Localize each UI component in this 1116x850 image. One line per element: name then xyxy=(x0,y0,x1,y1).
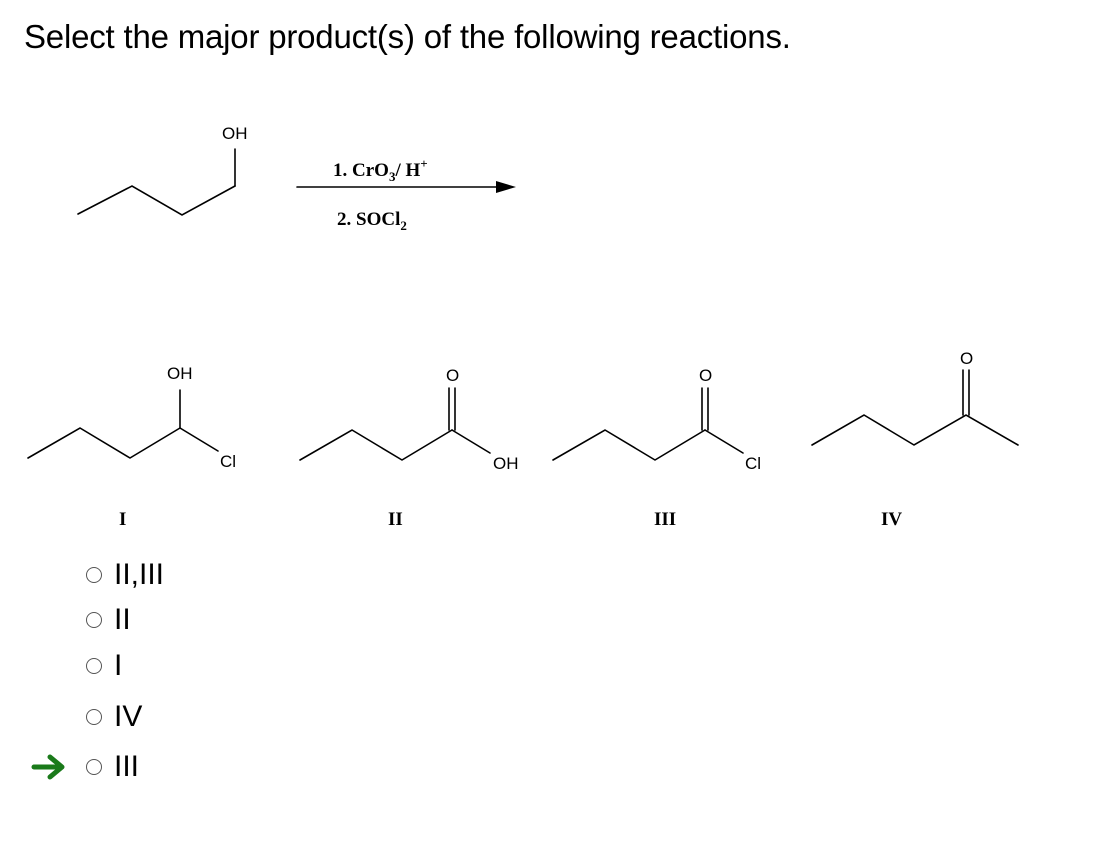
structure-1-numeral: I xyxy=(119,509,126,530)
structure-2-o-label: O xyxy=(446,366,459,385)
answer-option-label: I xyxy=(114,649,123,682)
answer-option-3[interactable]: I xyxy=(86,646,286,686)
radio-circle-icon[interactable] xyxy=(86,658,102,674)
structure-3-numeral: III xyxy=(654,509,676,530)
question-text: Select the major product(s) of the follo… xyxy=(24,18,791,55)
structure-1-cl-label: Cl xyxy=(220,452,236,471)
reagent-1: 1. CrO3/ H+ xyxy=(333,156,428,184)
correct-answer-arrow-icon xyxy=(31,754,65,780)
answer-option-1[interactable]: II,III xyxy=(86,555,286,595)
radio-circle-icon[interactable] xyxy=(86,567,102,583)
answer-option-2[interactable]: II xyxy=(86,600,286,640)
answer-option-label: IV xyxy=(114,700,143,733)
structure-4-numeral: IV xyxy=(881,509,902,530)
reactant-oh-label: OH xyxy=(222,124,248,143)
answer-option-label: II xyxy=(114,603,131,636)
structure-2-numeral: II xyxy=(388,509,403,530)
structure-3-o-label: O xyxy=(699,366,712,385)
structure-3 xyxy=(552,387,744,461)
structure-3-cl-label: Cl xyxy=(745,454,761,473)
reagent-2: 2. SOCl2 xyxy=(337,209,407,233)
answer-option-4[interactable]: IV xyxy=(86,697,286,737)
structure-1-oh-label: OH xyxy=(167,364,193,383)
answer-option-5[interactable]: III xyxy=(86,747,286,787)
reaction-arrow-head xyxy=(496,181,516,193)
structure-4-o-label: O xyxy=(960,349,973,368)
reaction-scheme: OH 1. CrO3/ H+ 2. SOCl2 OH Cl I O OH II … xyxy=(27,124,1019,530)
radio-circle-icon[interactable] xyxy=(86,709,102,725)
radio-circle-icon[interactable] xyxy=(86,759,102,775)
answer-option-label: III xyxy=(114,750,140,783)
structure-4 xyxy=(811,369,1019,446)
reactant-skeleton xyxy=(77,185,236,216)
radio-circle-icon[interactable] xyxy=(86,612,102,628)
answer-option-label: II,III xyxy=(114,558,165,591)
structure-2 xyxy=(299,387,491,461)
structure-1 xyxy=(27,389,219,459)
structure-2-oh-label: OH xyxy=(493,454,519,473)
